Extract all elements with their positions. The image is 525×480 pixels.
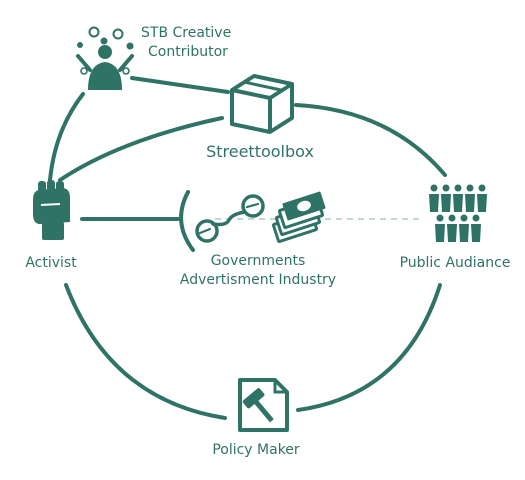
- center-label-line1: Governments: [210, 253, 306, 269]
- connectors: [48, 76, 447, 420]
- gavel-document-icon: [238, 378, 289, 432]
- edge-streettoolbox-public: [294, 103, 447, 177]
- edge-contributor-activist: [48, 92, 85, 182]
- juggling-person-icon: [76, 26, 134, 90]
- bracket-center: [179, 190, 195, 252]
- center-label-line2: Advertisment Industry: [179, 272, 337, 288]
- handcuffs-icon: [195, 194, 265, 243]
- raised-fist-icon: [33, 180, 70, 240]
- crowd-icon: [429, 184, 487, 242]
- money-stack-icon: [271, 191, 326, 243]
- edge-public-policymaker: [296, 283, 442, 412]
- edge-activist-policymaker: [64, 283, 227, 420]
- policy-maker-label: Policy Maker: [212, 442, 300, 458]
- crowd-row-top: [429, 184, 487, 212]
- activist-label: Activist: [25, 255, 77, 271]
- edge-activist-streettoolbox: [58, 116, 224, 182]
- edge-contributor-streettoolbox: [130, 76, 230, 94]
- contributor-label-line1: STB Creative: [141, 25, 232, 41]
- public-audience-label: Public Audiance: [399, 255, 511, 271]
- streettoolbox-label: Streettoolbox: [206, 142, 314, 161]
- contributor-label-line2: Contributor: [148, 44, 228, 60]
- crowd-row-bottom: [435, 214, 481, 242]
- box-icon: [230, 74, 294, 134]
